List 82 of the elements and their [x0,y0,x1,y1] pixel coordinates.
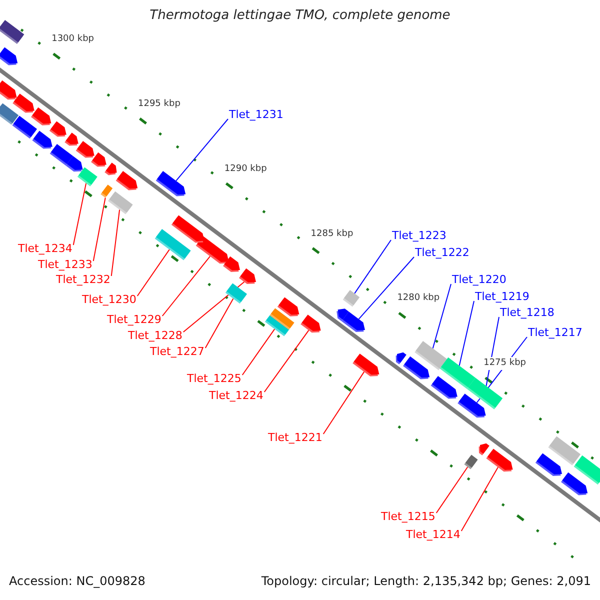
gene-label: Tlet_1222 [415,246,470,259]
gene-feature [486,448,513,472]
gene-label: Tlet_1219 [475,290,530,303]
gene-feature [64,132,78,146]
gene-label: Tlet_1217 [528,326,582,339]
leader-line [432,284,452,349]
leader-line [136,249,170,296]
gene-feature [277,297,300,316]
gene-label: Tlet_1234 [18,242,72,255]
gene-feature [171,215,204,243]
gene-feature [0,20,24,44]
leader-line [176,118,228,182]
gene-feature [561,472,588,496]
gene-label: Tlet_1218 [500,306,554,319]
gene-feature [396,352,406,364]
gene-label: Tlet_1214 [406,528,460,541]
leader-line [162,256,211,316]
gene-feature [77,167,98,186]
gene-feature [12,116,37,139]
leader-line [322,371,365,434]
scale-label: 1275 kbp [484,357,526,370]
scale-label: 1295 kbp [138,98,180,111]
gene-label: Tlet_1225 [187,372,242,385]
gene-feature [300,314,321,333]
gene-feature [403,356,430,380]
gene-feature [239,268,256,284]
gene-label: Tlet_1224 [209,389,264,402]
gene-feature [100,184,113,198]
accession-text: Accession: NC_009828 [9,575,146,588]
scale-label: 1290 kbp [224,162,267,176]
gene-feature [535,453,562,476]
leader-line [72,182,87,246]
title: Thermotoga lettingae TMO, complete genome [148,9,452,22]
gene-feature [0,80,17,100]
gene-feature [223,256,240,272]
gene-label: Tlet_1231 [229,108,284,121]
leader-line [460,466,498,532]
scale-label: 1285 kbp [310,228,354,241]
gene-feature [458,394,486,418]
gene-feature [156,171,186,196]
gene-feature [225,283,247,304]
leader-line [436,466,468,514]
gene-label: Tlet_1220 [452,273,506,286]
gene-label: Tlet_1229 [107,313,162,326]
gene-label: Tlet_1223 [392,229,446,242]
gene-feature [0,103,19,125]
gene-feature [108,191,133,214]
gene-label: Tlet_1233 [38,258,92,271]
gene-feature [342,290,360,307]
gene-feature [464,454,478,470]
gene-feature [32,130,52,149]
leader-line [204,298,234,348]
leader-line [458,300,474,366]
gene-label: Tlet_1228 [128,329,182,342]
gene-feature [49,121,66,137]
genome-stats-text: Topology: circular; Length: 2,135,342 bp; Genes: 2,091 [261,575,591,588]
gene-feature [66,156,83,172]
gene-feature [270,308,294,330]
leader-line [110,209,120,276]
gene-label: Tlet_1227 [150,345,204,358]
leader-line [92,197,106,262]
gene-label: Tlet_1232 [56,273,110,286]
gene-feature [12,94,34,113]
gene-feature [574,455,600,485]
gene-feature [352,354,380,376]
leader-line [242,328,276,376]
gene-label: Tlet_1215 [381,510,436,523]
gene-feature [31,107,52,126]
leader-line [264,330,310,392]
gene-feature [91,152,106,167]
leader-line [358,256,414,320]
gene-feature [478,443,490,456]
gene-feature [104,162,117,176]
gene-feature [336,308,349,322]
gene-feature [430,376,458,399]
leader-line [182,281,245,332]
gene-label: Tlet_1221 [268,431,322,444]
gene-feature [116,171,138,190]
gene-label: Tlet_1230 [82,293,136,306]
gene-feature [76,141,94,158]
leader-line [354,240,392,294]
gene-feature [0,47,18,66]
